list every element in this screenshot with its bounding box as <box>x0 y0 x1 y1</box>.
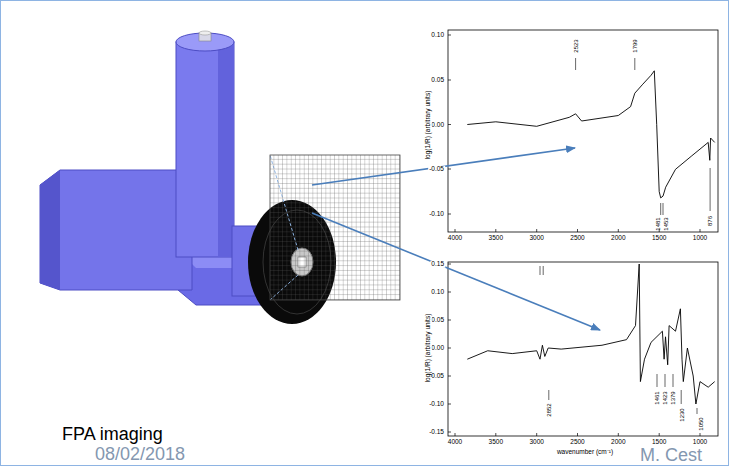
tick-label: 4000 <box>447 235 463 242</box>
spectrum-plot <box>448 262 718 436</box>
tick-label: 2000 <box>610 235 626 242</box>
tick-label: 0.00 <box>430 121 445 128</box>
tick-label: -0.10 <box>428 401 445 408</box>
peak-label: 1379 <box>670 391 676 404</box>
axis-title: log(1/R) (arbitrary units) <box>425 313 432 384</box>
tick-label: 0.10 <box>430 32 445 39</box>
tick-label: -0.15 <box>428 429 445 436</box>
tick-label: 0.05 <box>430 317 445 324</box>
tick-label: 1000 <box>692 439 708 446</box>
peak-label: 1481 <box>655 217 661 230</box>
peak-label: 1050 <box>698 417 704 430</box>
peak-label: 1453 <box>663 217 669 230</box>
tick-label: 3500 <box>488 235 504 242</box>
pointer-arrow <box>312 213 600 330</box>
axis-title: log(1/R) (arbitrary units) <box>425 90 432 161</box>
date-footer: 08/02/2018 <box>95 445 185 463</box>
peak-label: 1230 <box>679 408 685 421</box>
tick-label: 2000 <box>610 439 626 446</box>
pointer-arrow <box>312 148 575 185</box>
axis-title: wavenumber (cm⁻¹) <box>556 449 614 456</box>
tick-label: 1500 <box>651 235 667 242</box>
peak-label: 1461 <box>654 391 660 404</box>
tick-label: 3000 <box>528 439 544 446</box>
tick-label: -0.10 <box>428 211 445 218</box>
tick-label: 1000 <box>692 235 708 242</box>
peak-label: 2523 <box>573 39 579 52</box>
tick-label: -0.05 <box>428 166 445 173</box>
tick-label: 0.00 <box>430 345 445 352</box>
tick-label: 0.05 <box>430 77 445 84</box>
tick-label: 2500 <box>569 235 585 242</box>
tick-label: 3000 <box>528 235 544 242</box>
slide-caption: FPA imaging <box>62 425 163 443</box>
tick-label: 4000 <box>447 439 463 446</box>
tick-label: 2500 <box>569 439 585 446</box>
tick-label: 1500 <box>651 439 667 446</box>
tick-label: 0.10 <box>430 289 445 296</box>
tick-label: 3500 <box>488 439 504 446</box>
peak-label: 1799 <box>632 39 638 52</box>
spectrum-plot <box>448 30 718 232</box>
author-footer: M. Cest <box>640 446 702 464</box>
tick-label: 0.15 <box>430 261 445 268</box>
peak-label: 1423 <box>662 391 668 404</box>
peak-label: 2852 <box>546 403 552 416</box>
detector-grid <box>270 155 400 300</box>
peak-label: 876 <box>707 216 713 226</box>
